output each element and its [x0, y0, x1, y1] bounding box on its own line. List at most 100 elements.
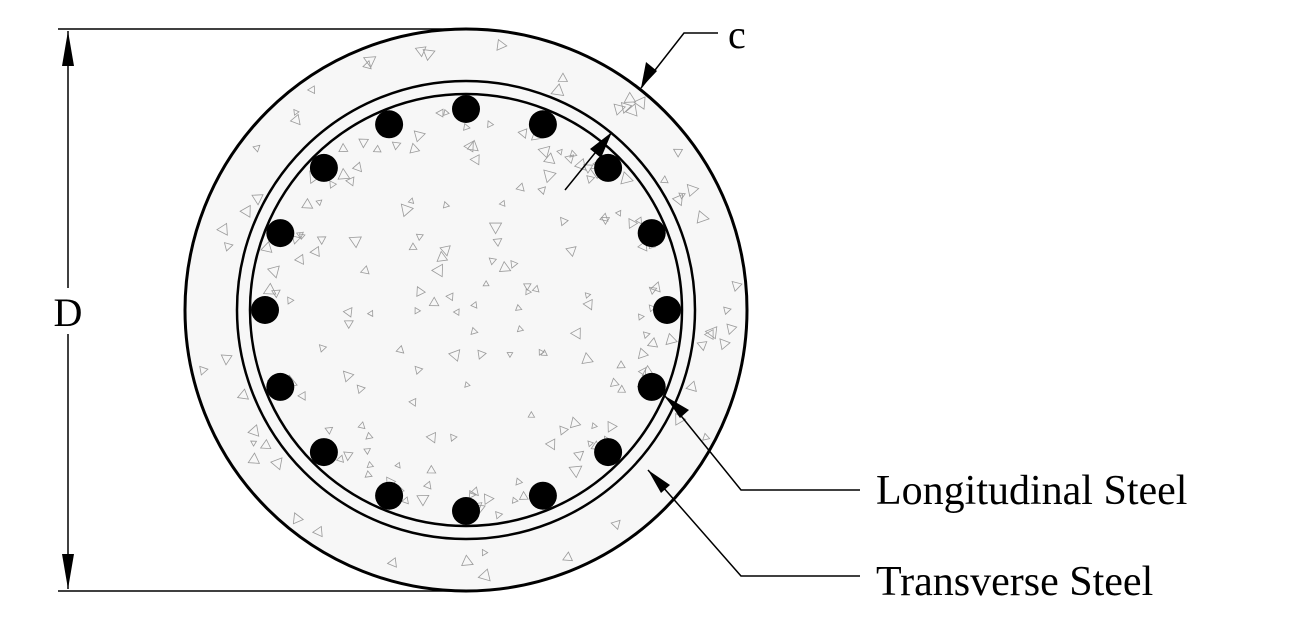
aggregate-speck	[620, 102, 633, 114]
aggregate-speck	[498, 260, 512, 272]
aggregate-speck	[311, 525, 323, 538]
aggregate-speck	[469, 486, 479, 497]
aggregate-speck	[678, 192, 686, 200]
aggregate-speck	[537, 145, 551, 159]
longitudinal-leader-line	[664, 395, 860, 491]
aggregate-speck	[220, 354, 233, 366]
aggregate-speck	[359, 265, 370, 275]
aggregate-speck	[435, 108, 444, 118]
diameter-dimension: D	[44, 28, 466, 592]
dimension-label-bg	[44, 288, 92, 334]
aggregate-speck	[483, 493, 495, 506]
longitudinal-bar	[594, 153, 623, 182]
aggregate-speck	[648, 286, 658, 296]
aggregate-speck	[685, 380, 697, 392]
aggregate-speck	[632, 96, 646, 110]
aggregate-speck	[559, 425, 570, 436]
aggregate-speck	[573, 157, 587, 171]
aggregate-speck	[362, 56, 377, 69]
aggregate-speck	[527, 410, 536, 418]
aggregate-speck	[638, 313, 645, 321]
aggregate-speck	[584, 292, 592, 299]
longitudinal-bar	[637, 219, 666, 248]
aggregate-speck	[416, 494, 430, 507]
aggregate-speck	[469, 154, 480, 166]
aggregate-speck	[247, 424, 260, 437]
aggregate-speck	[671, 193, 684, 207]
aggregate-speck	[463, 122, 471, 131]
aggregate-speck	[703, 329, 714, 341]
aggregate-speck	[422, 480, 432, 490]
aggregate-speck	[659, 175, 669, 184]
longitudinal-bar	[637, 372, 666, 401]
transverse-steel-annotation: Transverse Steel	[647, 469, 1153, 605]
aggregate-speck	[414, 306, 422, 315]
aggregate-speck	[316, 236, 327, 246]
aggregate-speck	[525, 288, 533, 296]
aggregate-speck	[395, 344, 405, 354]
aggregate-speck	[723, 306, 732, 316]
aggregate-speck	[616, 360, 626, 369]
aggregate-speck	[470, 300, 478, 309]
aggregate-speck	[250, 440, 258, 447]
aggregate-speck	[648, 304, 657, 313]
aggregate-speck	[266, 265, 280, 279]
aggregate-speck	[252, 144, 261, 153]
aggregate-speck	[544, 438, 556, 451]
aggregate-speck	[498, 199, 506, 207]
aggregate-speck	[430, 263, 443, 278]
aggregate-speck	[702, 432, 711, 441]
aggregate-speck	[623, 91, 637, 103]
aggregate-speck	[522, 283, 532, 291]
aggregate-speck	[428, 296, 440, 307]
aggregate-speck	[582, 298, 593, 311]
dimension-arrow-top-icon	[62, 31, 74, 66]
aggregate-speck	[492, 238, 503, 248]
aggregate-speck	[416, 286, 427, 297]
aggregate-speck	[426, 464, 437, 474]
aggregate-speck	[362, 60, 372, 70]
aggregate-speck	[482, 280, 490, 287]
aggregate-speck	[450, 433, 458, 442]
aggregate-speck	[415, 233, 424, 242]
longitudinal-steel-annotation: Longitudinal Steel	[664, 395, 1187, 514]
aggregate-speck	[487, 120, 495, 129]
longitudinal-bars-group	[251, 95, 681, 525]
aggregate-speck	[495, 511, 504, 520]
aggregate-speck	[342, 370, 355, 383]
aggregate-speck	[511, 496, 519, 504]
aggregate-speck	[696, 210, 710, 224]
cover-annotation: c	[564, 12, 746, 191]
aggregate-speck	[719, 338, 731, 351]
aggregate-speck	[422, 49, 436, 62]
aggregate-speck	[357, 421, 366, 430]
aggregate-speck	[634, 216, 642, 225]
aggregate-speck	[407, 197, 415, 204]
aggregate-speck	[488, 257, 498, 266]
aggregate-speck	[292, 512, 305, 525]
aggregate-speck	[414, 46, 427, 58]
aggregate-speck	[517, 128, 528, 139]
aggregate-speck	[329, 180, 338, 189]
aggregate-speck	[556, 148, 563, 156]
aggregate-speck	[569, 327, 581, 340]
aggregate-speck	[301, 197, 314, 209]
aggregate-speck	[356, 384, 366, 395]
longitudinal-bar	[309, 153, 338, 182]
aggregate-speck	[562, 551, 574, 562]
longitudinal-steel-label: Longitudinal Steel	[876, 468, 1187, 514]
aggregate-speck	[614, 209, 622, 217]
aggregate-speck	[587, 440, 595, 448]
aggregate-speck	[477, 568, 491, 582]
concrete-aggregate-texture	[199, 38, 743, 582]
aggregate-speck	[704, 326, 718, 340]
aggregate-speck	[386, 557, 397, 568]
aggregate-speck	[506, 352, 514, 359]
aggregate-speck	[607, 420, 618, 433]
aggregate-speck	[318, 344, 328, 353]
aggregate-speck	[550, 83, 565, 96]
longitudinal-arrow-icon	[665, 396, 689, 418]
aggregate-speck	[394, 461, 401, 469]
aggregate-speck	[343, 320, 354, 330]
